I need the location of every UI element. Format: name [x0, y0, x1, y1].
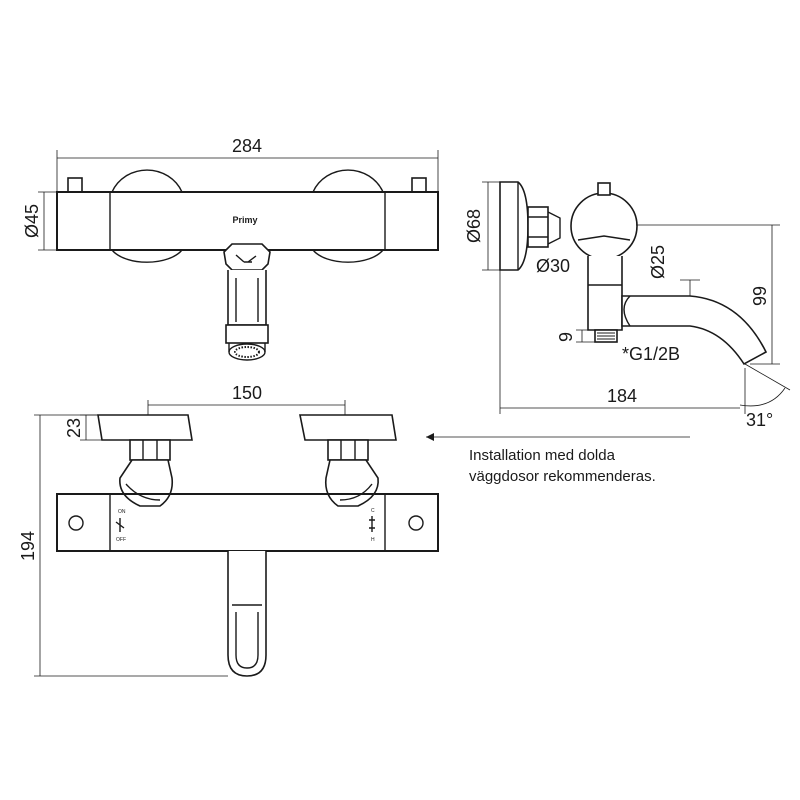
- note-line-2: väggdosor rekommenderas.: [469, 468, 656, 485]
- spout-highlight: [235, 278, 259, 322]
- right-escutcheon: [299, 414, 397, 441]
- front-view-body: [56, 493, 439, 552]
- label-on: ON: [118, 509, 126, 515]
- hex-nut: [527, 206, 549, 248]
- left-disc-top: [111, 169, 183, 193]
- dim-spout-angle: 31°: [746, 410, 773, 430]
- wall-rosette: [499, 181, 529, 271]
- dim-body-diameter: Ø45: [22, 204, 42, 238]
- dim-projection: 184: [607, 386, 637, 406]
- left-knob-stub: [67, 177, 83, 193]
- right-knob-stub: [411, 177, 427, 193]
- side-view: Ø68 Ø30 Ø25 99 9 *G1/2B 184 31°: [464, 181, 791, 430]
- dim-rosette-diameter: Ø68: [464, 209, 484, 243]
- diverter-symbol: [235, 254, 257, 263]
- aerator-mesh: [234, 346, 260, 358]
- aerator-sides: [228, 343, 266, 352]
- right-hex-nut: [327, 439, 369, 461]
- dim-spout-diameter: Ø25: [648, 245, 668, 279]
- label-hot: H: [371, 537, 375, 543]
- dim-handle-spacing: 150: [232, 383, 262, 403]
- dim-inlet-diameter: Ø30: [536, 256, 570, 276]
- dim-spout-height: 99: [750, 286, 770, 306]
- front-spout: [227, 551, 267, 677]
- side-spout: [621, 295, 768, 366]
- note-arrowhead: [426, 433, 434, 441]
- dim-escutcheon-depth: 23: [64, 418, 84, 438]
- left-disc-bottom: [111, 249, 183, 263]
- installation-note: Installation med dolda väggdosor rekomme…: [426, 433, 690, 485]
- diverter-lever: [223, 243, 271, 271]
- dim-overall-width: 284: [232, 136, 262, 156]
- left-hex-nut: [129, 439, 171, 461]
- spout-front: [227, 270, 267, 326]
- front-view: ON OFF C H 150 23 194: [18, 383, 439, 677]
- top-knob-stub: [597, 182, 611, 196]
- right-disc-top: [312, 169, 384, 193]
- spout-ring: [225, 324, 269, 344]
- right-end-button: [408, 515, 424, 531]
- thread-spec: *G1/2B: [622, 344, 680, 364]
- note-line-1: Installation med dolda: [469, 447, 616, 464]
- dim-thread-length: 9: [556, 332, 576, 342]
- right-disc-bottom: [312, 249, 384, 263]
- brand-logo: Primy: [232, 215, 257, 225]
- left-inlet: [119, 459, 174, 507]
- left-escutcheon: [97, 414, 193, 441]
- body-end-view: [570, 192, 638, 260]
- label-cold: C: [371, 508, 375, 514]
- label-off: OFF: [116, 537, 126, 543]
- lower-body: [587, 256, 623, 331]
- dim-overall-height: 194: [18, 531, 38, 561]
- left-end-button: [68, 515, 84, 531]
- top-view: Primy 284 Ø45: [22, 136, 439, 361]
